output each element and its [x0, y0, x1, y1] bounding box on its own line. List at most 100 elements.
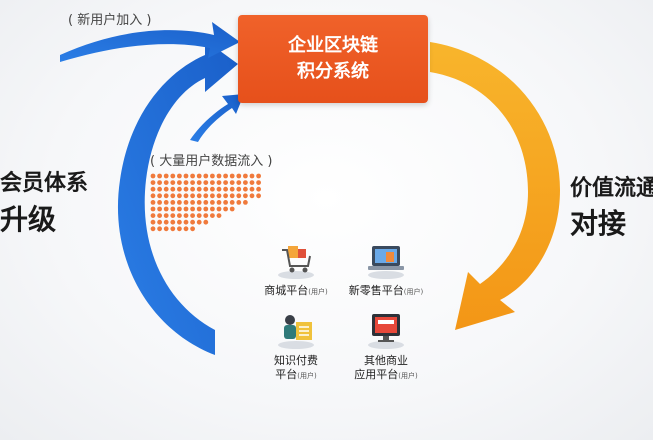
data-dot	[256, 193, 261, 199]
data-dot	[163, 213, 169, 219]
data-dot	[150, 226, 156, 232]
data-dot	[249, 180, 255, 186]
data-dot	[170, 186, 176, 192]
data-dot	[210, 193, 215, 199]
app-mall-tag: (用户)	[308, 288, 328, 296]
data-dot	[210, 180, 215, 186]
data-dot	[236, 173, 242, 179]
data-dot	[229, 193, 235, 199]
data-dot	[210, 206, 215, 212]
data-dot	[243, 193, 248, 199]
data-dot	[157, 226, 163, 232]
data-dot	[177, 173, 182, 179]
data-dot	[216, 180, 222, 186]
data-dot	[216, 193, 222, 199]
data-dot	[203, 219, 209, 225]
data-dot	[210, 200, 215, 205]
app-new-retail-platform: 新零售平台(用户)	[338, 240, 434, 299]
data-dot	[183, 193, 189, 199]
data-dot	[223, 173, 229, 179]
data-dot	[163, 200, 169, 205]
data-dot	[196, 219, 202, 225]
data-dot	[223, 206, 229, 212]
data-dot	[177, 200, 182, 205]
center-title-line1: 企业区块链	[288, 35, 378, 56]
data-dot	[157, 180, 163, 186]
data-dot	[190, 200, 196, 205]
data-dot	[256, 173, 261, 179]
data-dot	[236, 200, 242, 205]
data-dot	[150, 180, 156, 186]
data-dot	[190, 180, 196, 186]
orange-cycle-arrow	[430, 42, 560, 330]
data-dot	[150, 186, 156, 192]
data-dot	[203, 206, 209, 212]
data-dot	[249, 173, 255, 179]
data-dot	[190, 173, 196, 179]
data-dot	[216, 186, 222, 192]
data-dot	[203, 213, 209, 219]
data-dot	[183, 180, 189, 186]
data-dot	[203, 173, 209, 179]
data-dot	[183, 219, 189, 225]
app-mall-name: 商城平台	[264, 284, 309, 297]
data-dot	[190, 213, 196, 219]
data-dot	[216, 173, 222, 179]
data-dot	[177, 186, 182, 192]
data-dot	[157, 213, 163, 219]
data-dot	[229, 180, 235, 186]
data-dot	[256, 186, 261, 192]
data-dot	[210, 173, 215, 179]
data-dot	[210, 213, 215, 219]
blue-cycle-arrow	[117, 40, 238, 355]
data-dot	[183, 173, 189, 179]
data-dot	[229, 173, 235, 179]
data-dot	[163, 193, 169, 199]
data-dot	[170, 200, 176, 205]
data-dot	[163, 186, 169, 192]
data-inflow-arrow	[190, 94, 244, 142]
data-dot	[170, 173, 176, 179]
new-user-arrow	[60, 22, 240, 62]
data-dot	[183, 213, 189, 219]
data-dot	[196, 213, 202, 219]
app-other-name-line2: 应用平台	[354, 368, 399, 381]
data-dot	[216, 213, 222, 219]
data-dot	[190, 226, 196, 232]
data-dot	[229, 186, 235, 192]
data-dot	[190, 193, 196, 199]
right-label-line1: 价值流通	[570, 176, 653, 201]
data-dot	[210, 186, 215, 192]
data-dot	[196, 200, 202, 205]
data-dot	[170, 193, 176, 199]
data-dot	[150, 213, 156, 219]
data-dot	[183, 186, 189, 192]
data-dot	[203, 193, 209, 199]
data-dot	[243, 200, 248, 205]
app-other-name-line1: 其他商业	[364, 354, 408, 367]
data-dot	[216, 200, 222, 205]
data-dot	[157, 206, 163, 212]
data-dot	[177, 180, 182, 186]
data-dot	[249, 186, 255, 192]
app-other-tag: (用户)	[398, 372, 418, 380]
data-dot	[203, 200, 209, 205]
data-dot	[163, 206, 169, 212]
shopping-cart-icon	[274, 240, 318, 280]
data-dot	[249, 193, 255, 199]
data-dot	[236, 193, 242, 199]
data-dot	[236, 180, 242, 186]
data-dot	[223, 186, 229, 192]
data-dot	[243, 180, 248, 186]
data-dot	[223, 180, 229, 186]
data-dot	[150, 173, 156, 179]
new-users-note: ( 新用户加入 )	[68, 13, 152, 28]
left-label-line2: 升级	[0, 203, 57, 236]
data-dot	[196, 206, 202, 212]
data-dot	[163, 226, 169, 232]
data-dot	[216, 206, 222, 212]
laptop-store-icon	[364, 240, 408, 280]
data-dot	[177, 226, 182, 232]
data-dot	[190, 219, 196, 225]
